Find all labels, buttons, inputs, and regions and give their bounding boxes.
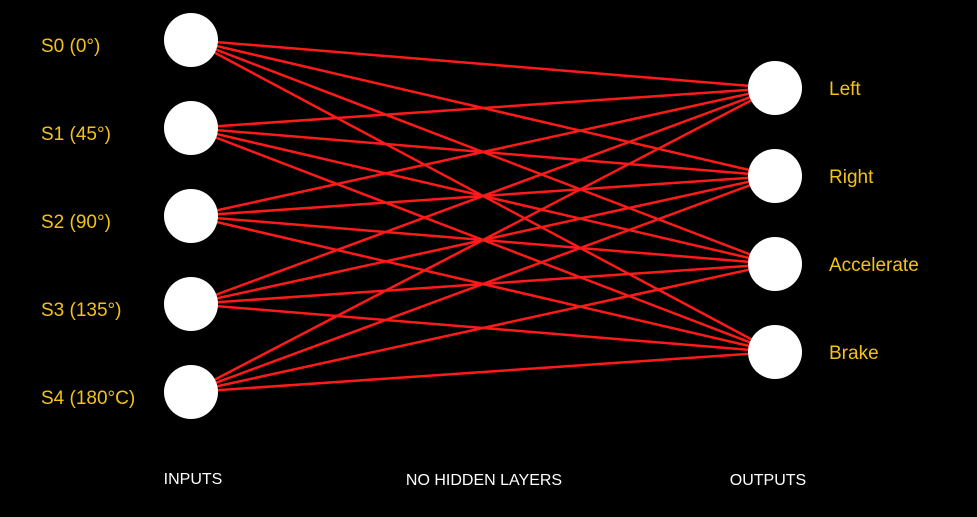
- input-nodes: [164, 13, 218, 419]
- input-node-s0: [164, 13, 218, 67]
- output-label-accelerate: Accelerate: [829, 255, 919, 276]
- output-node-left: [748, 61, 802, 115]
- input-label-s2: S2 (90°): [41, 212, 111, 233]
- connection-s3-o0: [190, 86, 776, 306]
- inputs-caption: INPUTS: [163, 471, 223, 488]
- connection-s4-o3: [190, 350, 776, 394]
- connection-s4-o0: [190, 86, 776, 394]
- input-node-s2: [164, 189, 218, 243]
- input-node-s1: [164, 101, 218, 155]
- outputs-caption: OUTPUTS: [729, 472, 807, 489]
- connection-s4-o2: [190, 262, 776, 394]
- output-label-right: Right: [829, 167, 874, 188]
- input-label-s4: S4 (180°C): [41, 388, 136, 409]
- output-node-right: [748, 149, 802, 203]
- input-label-s0: S0 (0°): [41, 36, 101, 57]
- connection-s4-o1: [190, 174, 776, 394]
- output-label-brake: Brake: [829, 343, 879, 364]
- connection-s0-o0: [190, 38, 776, 90]
- input-node-s4: [164, 365, 218, 419]
- connection-s2-o0: [190, 86, 776, 218]
- connections: [190, 38, 776, 394]
- input-node-s3: [164, 277, 218, 331]
- connection-s1-o0: [190, 86, 776, 130]
- input-label-s3: S3 (135°): [41, 300, 122, 321]
- hidden-layers-caption: NO HIDDEN LAYERS: [405, 472, 563, 489]
- input-label-s1: S1 (45°): [41, 124, 111, 145]
- output-node-accelerate: [748, 237, 802, 291]
- output-nodes: [748, 61, 802, 379]
- output-label-left: Left: [829, 79, 861, 100]
- output-node-brake: [748, 325, 802, 379]
